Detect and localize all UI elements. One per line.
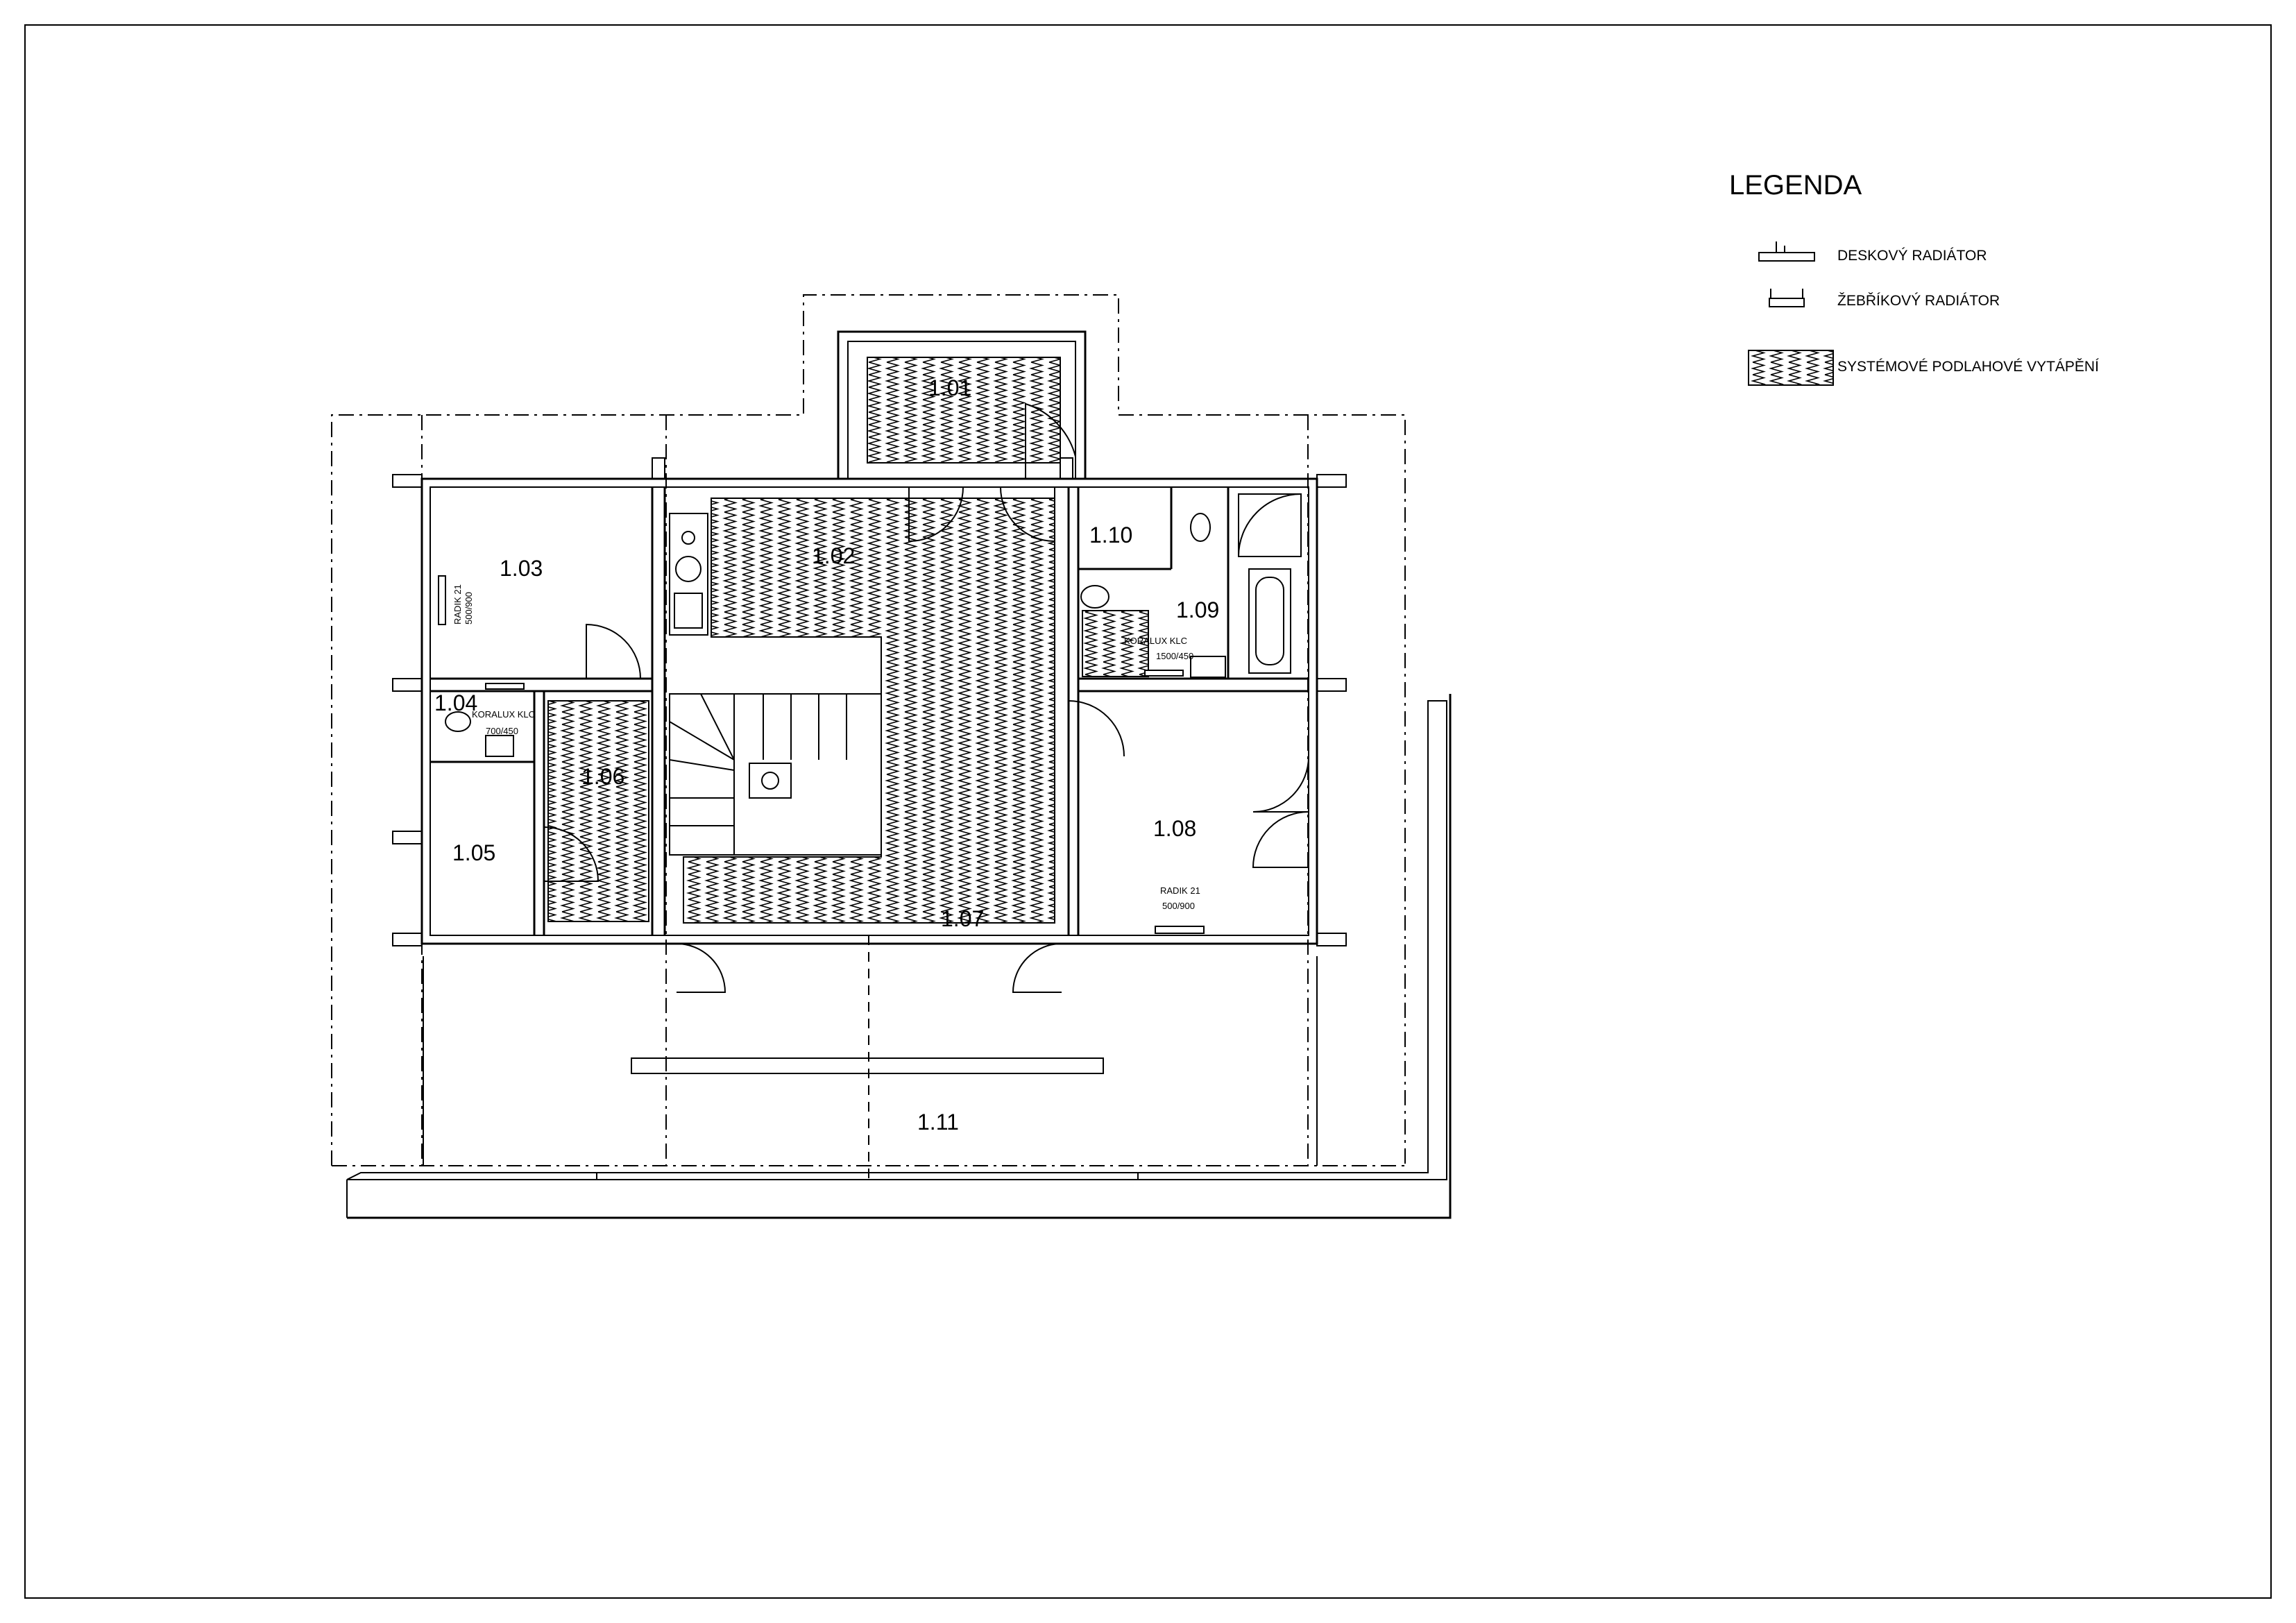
room-label-104: 1.04 — [434, 690, 477, 715]
radiator-108-size: 500/900 — [1162, 901, 1195, 911]
floor-heating-hatch-icon — [1748, 350, 1834, 386]
room-label-105: 1.05 — [452, 840, 495, 865]
doors — [543, 486, 1309, 993]
room-label-101: 1.01 — [928, 375, 971, 400]
room-label-110: 1.10 — [1089, 522, 1132, 547]
radiator-109-icon — [1144, 670, 1184, 677]
room-label-107: 1.07 — [941, 906, 984, 931]
legend: LEGENDA DESKOVÝ RADIÁTOR ŽEBŘÍKOVÝ RADIÁ… — [1729, 170, 2099, 386]
floor-plan: 1.01 1.02 1.03 1.04 1.05 1.06 1.07 1.08 … — [331, 294, 1452, 1219]
legend-label-ladder-radiator: ŽEBŘÍKOVÝ RADIÁTOR — [1837, 293, 2000, 309]
radiator-109-name: KORALUX KLC — [1124, 636, 1187, 646]
radiator-104-icon — [485, 683, 525, 690]
room-label-106: 1.06 — [581, 764, 624, 789]
sheet-border — [24, 24, 2272, 1599]
radiator-103-size: 500/900 — [464, 592, 474, 624]
room-label-108: 1.08 — [1153, 816, 1196, 841]
legend-label-floor-heating: SYSTÉMOVÉ PODLAHOVÉ VYTÁPĚNÍ — [1837, 359, 2099, 375]
legend-label-panel-radiator: DESKOVÝ RADIÁTOR — [1837, 248, 1987, 264]
terrace-111 — [346, 694, 1452, 1219]
staircase — [669, 693, 882, 856]
room-label-111: 1.11 — [917, 1110, 959, 1135]
radiator-108-name: RADIK 21 — [1160, 885, 1200, 896]
radiator-104-name: KORALUX KLC — [472, 709, 535, 720]
radiator-109-size: 1500/450 — [1156, 651, 1193, 661]
ladder-radiator-icon — [1769, 289, 1805, 307]
radiator-annotations: RADIK 21 500/900 KORALUX KLC 700/450 KOR… — [452, 584, 1200, 911]
room-label-109: 1.09 — [1176, 597, 1219, 622]
panel-radiator-icon — [1758, 241, 1815, 262]
bathroom-fixtures — [445, 493, 1302, 757]
vestibule-101 — [837, 330, 1087, 480]
kitchen-counter — [669, 513, 708, 636]
room-labels: 1.01 1.02 1.03 1.04 1.05 1.06 1.07 1.08 … — [434, 375, 1219, 1135]
room-label-103: 1.03 — [500, 556, 543, 581]
interior-walls — [430, 487, 1309, 935]
legend-title: LEGENDA — [1729, 170, 1862, 201]
floor-heating-zones — [547, 498, 1149, 924]
radiator-108-icon — [1155, 926, 1205, 934]
radiator-103-name: RADIK 21 — [452, 584, 463, 624]
room-label-102: 1.02 — [812, 543, 855, 568]
radiator-104-size: 700/450 — [486, 726, 518, 736]
plan-radiators — [438, 575, 1205, 934]
radiator-103-icon — [438, 575, 446, 625]
